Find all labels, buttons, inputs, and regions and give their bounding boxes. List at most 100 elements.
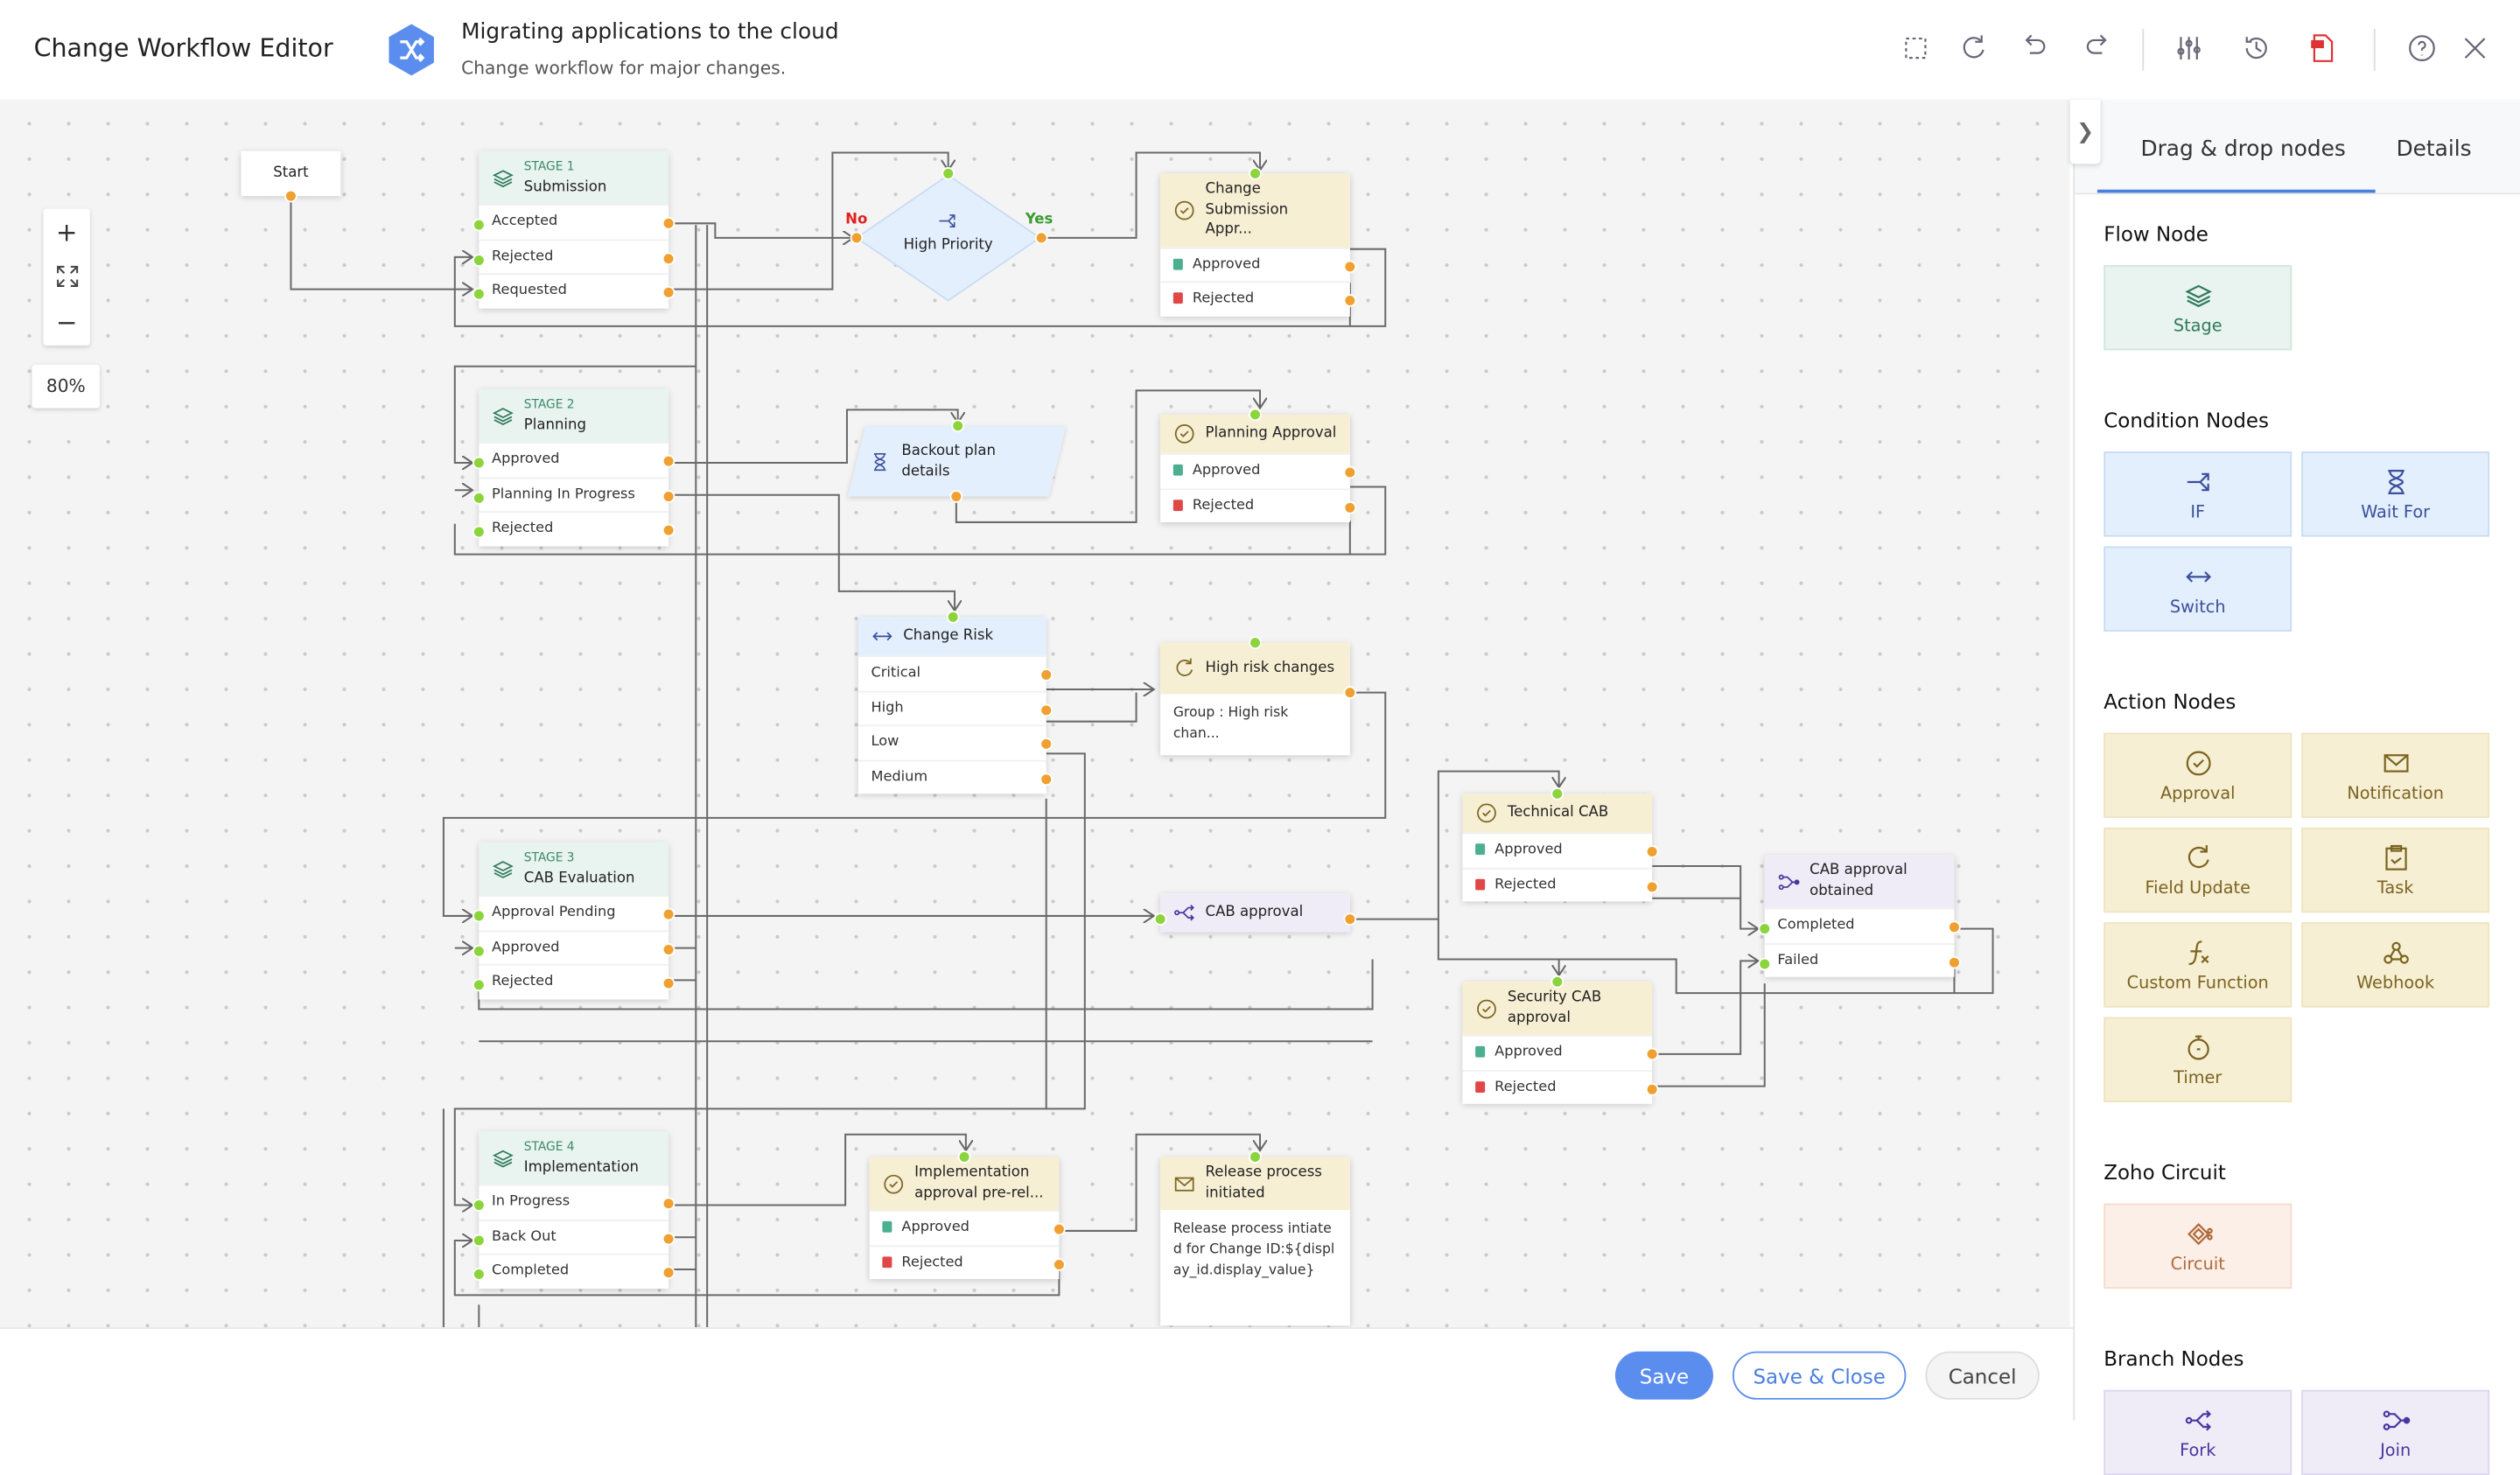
output-port[interactable] xyxy=(1343,912,1357,926)
palette-item-task[interactable]: Task xyxy=(2301,827,2490,913)
undo-button[interactable] xyxy=(2015,29,2054,67)
output-port[interactable] xyxy=(284,189,298,203)
output-port[interactable] xyxy=(1343,686,1357,699)
input-port[interactable] xyxy=(472,944,486,957)
node-row[interactable]: Approved xyxy=(1160,452,1357,487)
output-port[interactable] xyxy=(662,216,676,230)
close-button[interactable] xyxy=(2456,29,2495,67)
palette-item-wait-for[interactable]: Wait For xyxy=(2301,451,2490,537)
node-row[interactable]: Medium xyxy=(858,758,1054,793)
node-row[interactable]: Failed xyxy=(1758,942,1961,976)
input-port[interactable] xyxy=(942,167,956,180)
input-port[interactable] xyxy=(472,1233,486,1247)
pdf-export-button[interactable] xyxy=(2303,29,2342,67)
node-row[interactable]: Accepted xyxy=(472,204,676,238)
node-row[interactable]: Requested xyxy=(472,273,676,307)
tab-drag-drop-nodes[interactable]: Drag & drop nodes xyxy=(2140,136,2346,163)
fit-screen-button[interactable] xyxy=(44,254,90,298)
zoom-in-button[interactable]: + xyxy=(55,216,78,247)
input-port[interactable] xyxy=(1249,1150,1262,1164)
save-button[interactable]: Save xyxy=(1614,1351,1713,1400)
redo-button[interactable] xyxy=(2078,29,2117,67)
output-port[interactable] xyxy=(662,489,676,502)
history-button[interactable] xyxy=(2237,29,2276,67)
palette-item-field-update[interactable]: Field Update xyxy=(2104,827,2292,913)
input-port[interactable] xyxy=(1249,167,1262,180)
output-port[interactable] xyxy=(949,490,963,503)
palette-item-circuit[interactable]: Circuit xyxy=(2104,1203,2292,1290)
output-port[interactable] xyxy=(662,454,676,468)
input-port[interactable] xyxy=(472,491,486,504)
tab-details[interactable]: Details xyxy=(2396,136,2472,163)
output-port[interactable] xyxy=(1040,668,1054,682)
node-row[interactable]: Approval Pending xyxy=(472,895,676,929)
palette-item-approval[interactable]: Approval xyxy=(2104,732,2292,818)
palette-item-timer[interactable]: Timer xyxy=(2104,1017,2292,1102)
help-button[interactable] xyxy=(2403,29,2441,67)
output-port[interactable] xyxy=(1343,465,1357,479)
input-port[interactable] xyxy=(1153,912,1167,926)
node-row[interactable]: Rejected xyxy=(1160,487,1357,521)
palette-item-stage[interactable]: Stage xyxy=(2104,265,2292,351)
output-port[interactable] xyxy=(662,942,676,955)
input-port[interactable] xyxy=(1758,956,1772,970)
select-area-button[interactable] xyxy=(1896,29,1935,67)
input-port[interactable] xyxy=(472,978,486,992)
output-port[interactable] xyxy=(1645,879,1659,893)
input-port[interactable] xyxy=(472,456,486,470)
output-port[interactable] xyxy=(662,523,676,537)
node-row[interactable]: Completed xyxy=(472,1253,676,1288)
output-port[interactable] xyxy=(662,251,676,265)
output-port[interactable] xyxy=(1040,738,1054,751)
zoom-out-button[interactable]: − xyxy=(55,305,78,337)
node-row[interactable]: Critical xyxy=(858,655,1054,689)
input-port[interactable] xyxy=(945,610,959,624)
output-port[interactable] xyxy=(1343,294,1357,307)
output-port[interactable] xyxy=(1645,845,1659,858)
input-port[interactable] xyxy=(472,1199,486,1212)
output-port[interactable] xyxy=(662,907,676,921)
node-row[interactable]: Rejected xyxy=(472,511,676,545)
node-row[interactable]: Low xyxy=(858,724,1054,758)
input-port[interactable] xyxy=(472,909,486,923)
input-port[interactable] xyxy=(472,253,486,266)
start-node-start[interactable]: Start xyxy=(241,150,341,203)
node-row[interactable]: Completed xyxy=(1758,907,1961,942)
node-row[interactable]: Rejected xyxy=(1462,1069,1659,1103)
output-port[interactable] xyxy=(662,1231,676,1245)
output-port[interactable] xyxy=(1645,1082,1659,1095)
node-row[interactable]: Approved xyxy=(472,929,676,964)
output-port[interactable] xyxy=(1040,703,1054,717)
save-close-button[interactable]: Save & Close xyxy=(1732,1351,1907,1400)
output-port[interactable] xyxy=(1053,1222,1066,1236)
cancel-button[interactable]: Cancel xyxy=(1925,1351,2040,1400)
node-row[interactable]: Approved xyxy=(1160,246,1357,281)
approval-node-impl-approval[interactable]: Implementation approval pre-rel...Approv… xyxy=(869,1150,1066,1280)
output-port[interactable] xyxy=(1645,1047,1659,1061)
node-row[interactable]: In Progress xyxy=(472,1184,676,1219)
node-row[interactable]: Approved xyxy=(472,442,676,476)
output-port-no[interactable] xyxy=(850,231,864,245)
output-port[interactable] xyxy=(1948,920,1961,934)
node-row[interactable]: Approved xyxy=(1462,832,1659,866)
node-row[interactable]: Rejected xyxy=(472,964,676,998)
palette-item-if[interactable]: IF xyxy=(2104,451,2292,537)
input-port[interactable] xyxy=(472,287,486,301)
input-port[interactable] xyxy=(472,525,486,539)
node-row[interactable]: Rejected xyxy=(869,1244,1066,1279)
node-row[interactable]: Rejected xyxy=(472,238,676,273)
output-port[interactable] xyxy=(662,285,676,299)
output-port[interactable] xyxy=(1053,1257,1066,1270)
palette-item-custom-function[interactable]: Custom Function xyxy=(2104,922,2292,1008)
palette-item-notification[interactable]: Notification xyxy=(2301,732,2490,818)
